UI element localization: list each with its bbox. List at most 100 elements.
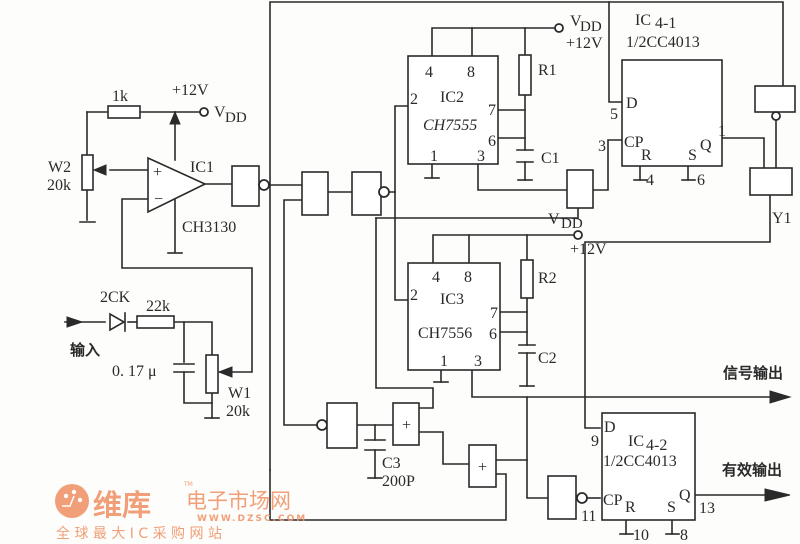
label-ic4-2-part: 1/2CC4013 (603, 453, 677, 470)
label-signal-out: 信号输出 (723, 364, 783, 382)
label-y1: Y1 (772, 210, 792, 227)
label-2ck: 2CK (100, 289, 131, 306)
wire-to-ic2-pin2 (387, 105, 409, 193)
inverter-3-bubble (316, 419, 328, 431)
ic4-2-pin9: 9 (591, 433, 599, 450)
label-valid-out: 有效输出 (722, 461, 782, 479)
ic3-pin4: 4 (432, 269, 440, 286)
ic2-pin4: 4 (425, 64, 433, 81)
label-vdd-3-sub: DD (561, 216, 583, 232)
label-12v-1: +12V (172, 82, 209, 99)
ic4-2-pin13: 13 (699, 500, 715, 517)
wire-cap-bot (183, 371, 213, 404)
label-ic4-2-sub: 4-2 (646, 437, 667, 454)
inverter-2-bubble (378, 186, 390, 198)
ic4-1-pin-r: R (641, 147, 652, 164)
label-input: 输入 (70, 341, 100, 359)
label-vdd-1-sub: DD (225, 110, 247, 126)
ic4-2-pin-r: R (625, 499, 636, 516)
ic4-1-pin-s: S (688, 147, 697, 164)
wire-ic3-loop (375, 217, 434, 409)
label-ic4-1-part: 1/2CC4013 (626, 34, 700, 51)
vdd-terminal-3 (573, 230, 583, 240)
diode-2ck (109, 312, 126, 332)
ic4-2-pin-cp: CP (603, 492, 623, 509)
xor-gate-2-symbol: + (478, 459, 487, 476)
wire-to-inv4 (526, 396, 549, 499)
ic4-2-pin-q: Q (679, 487, 691, 504)
ic4-2-flip-flop (601, 412, 696, 521)
ic2-pin8: 8 (467, 64, 475, 81)
wire-vdd2-link (375, 207, 579, 219)
wire-ic2-out (477, 163, 568, 191)
ic4-1-pin3: 3 (598, 138, 606, 155)
ic4-1-pin-cp: CP (624, 134, 644, 151)
schematic-part (77, 497, 83, 503)
schematic-part (63, 493, 69, 499)
opamp-ic1 (147, 156, 207, 214)
inverter-1-bubble (258, 179, 270, 191)
label-vdd-2-sub: DD (580, 19, 602, 35)
wire-ic2-vdd (431, 27, 556, 61)
label-ch7556: CH7556 (418, 325, 472, 342)
potentiometer-w2 (81, 154, 94, 191)
buffer-gate-2 (566, 169, 594, 209)
ic2-pin3: 3 (477, 148, 485, 165)
label-c2: C2 (538, 350, 557, 367)
label-ic4-2-main: IC (628, 433, 644, 450)
ic1-plus: + (153, 164, 162, 181)
wire-to-cp-ic4-1 (592, 139, 623, 191)
inverter-top-right-bubble (771, 111, 781, 121)
ic3-pin8: 8 (464, 269, 472, 286)
resistor-1k (107, 105, 141, 119)
w1-wiper-arrow (217, 366, 233, 378)
ic2-pin2: 2 (410, 91, 418, 108)
label-w2: W2 (48, 159, 71, 176)
label-ic3: IC3 (440, 291, 464, 308)
xor-gate-1 (392, 402, 420, 446)
wire-to-ic3-pin2 (394, 191, 409, 301)
ic4-1-pin1: 1 (718, 123, 726, 140)
label-vdd-2: V (570, 13, 582, 30)
label-c3-val: 200P (382, 473, 415, 490)
ic3-pin3: 3 (474, 353, 482, 370)
watermark-site-name: 电子市场网 (186, 489, 291, 513)
arrow-input (66, 316, 84, 328)
label-1k: 1k (112, 88, 128, 105)
wire-lower-inv-in (283, 199, 319, 426)
xor-gate-1-symbol: + (402, 417, 411, 434)
ic2-ch7555 (407, 55, 499, 165)
label-vdd-3: V (548, 211, 560, 228)
resistor-22k (136, 315, 175, 329)
ic4-2-pin10: 10 (633, 527, 649, 544)
inverter-4-bubble (576, 492, 588, 504)
resistor-r1 (518, 54, 532, 96)
wire-q-to-y1 (721, 137, 765, 169)
ic2-pin7: 7 (488, 102, 496, 119)
wire-top-bus (269, 1, 784, 471)
ic4-1-pin5: 5 (610, 106, 618, 123)
ic4-1-pin-q: Q (700, 137, 712, 154)
resistor-r2 (520, 259, 534, 299)
schematic-part (71, 489, 77, 495)
ic3-pin7: 7 (490, 305, 498, 322)
ic4-1-pin4: 4 (646, 172, 654, 189)
arrow-valid-out (764, 488, 791, 502)
label-r1: R1 (538, 62, 557, 79)
ic1-minus: − (154, 191, 163, 208)
label-w1: W1 (228, 385, 251, 402)
wire-xor2-feedback (269, 469, 507, 521)
xor-gate-2 (468, 444, 497, 488)
label-w1-val: 20k (226, 403, 250, 420)
arrow-signal-out (769, 390, 792, 404)
ic2-pin1: 1 (430, 148, 438, 165)
label-ic4-1-main: IC (635, 12, 651, 29)
label-c1: C1 (541, 150, 560, 167)
arrow-supply-ic1 (169, 110, 181, 125)
vdd-terminal-1 (199, 107, 209, 117)
wire-ic1-minus (121, 198, 253, 373)
watermark-url: WWW.DZSC.COM (197, 514, 307, 524)
label-w2-val: 20k (47, 177, 71, 194)
ic4-2-pin11: 11 (581, 508, 596, 525)
